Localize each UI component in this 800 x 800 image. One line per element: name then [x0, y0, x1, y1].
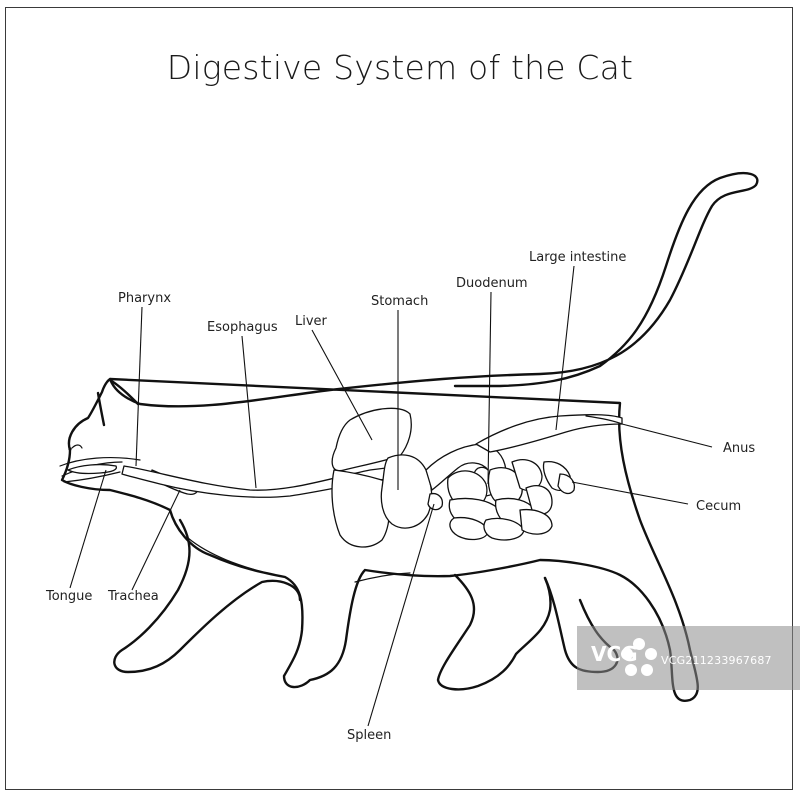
small-intestine-group — [447, 459, 576, 541]
large-intestine-organ — [475, 414, 623, 453]
trachea-leader — [131, 489, 181, 591]
duodenum-label: Duodenum — [456, 276, 528, 291]
watermark-id: VCG211233967687 — [661, 654, 772, 667]
tongue-organ — [67, 463, 118, 475]
cat-hind-leg — [436, 573, 552, 691]
large-intestine-label: Large intestine — [529, 250, 626, 265]
cecum-leader — [571, 481, 689, 505]
liver-label: Liver — [295, 314, 328, 329]
cat-eye — [71, 444, 83, 449]
esophagus-label: Esophagus — [207, 320, 278, 335]
pharynx-leader — [135, 306, 143, 467]
watermark-flower-icon — [621, 638, 657, 676]
rectum-organ — [585, 415, 623, 425]
anus-leader — [621, 423, 713, 448]
spleen-label: Spleen — [347, 728, 391, 743]
spleen-leader — [367, 503, 435, 727]
liver-lobe — [331, 469, 391, 548]
watermark-banner: VCG VCG211233967687 — [577, 626, 800, 690]
large-intestine-leader — [555, 265, 575, 431]
cat-ear — [96, 378, 140, 427]
anus-label: Anus — [723, 441, 755, 456]
liver-leader — [311, 329, 373, 441]
trachea-label: Trachea — [107, 589, 159, 604]
esophagus-leader — [241, 335, 257, 489]
tongue-leader — [69, 469, 107, 589]
stomach-organ — [380, 454, 433, 529]
cecum-label: Cecum — [696, 499, 741, 514]
cat-chest-line — [187, 537, 411, 583]
duodenum-leader — [487, 291, 492, 485]
diagram-title: Digestive System of the Cat — [166, 48, 634, 87]
spleen-organ — [427, 492, 444, 511]
tongue-label: Tongue — [45, 589, 92, 604]
cat-nose — [68, 447, 72, 451]
cat-front-leg — [113, 518, 302, 674]
stomach-label: Stomach — [371, 294, 428, 309]
pharynx-label: Pharynx — [118, 291, 171, 306]
